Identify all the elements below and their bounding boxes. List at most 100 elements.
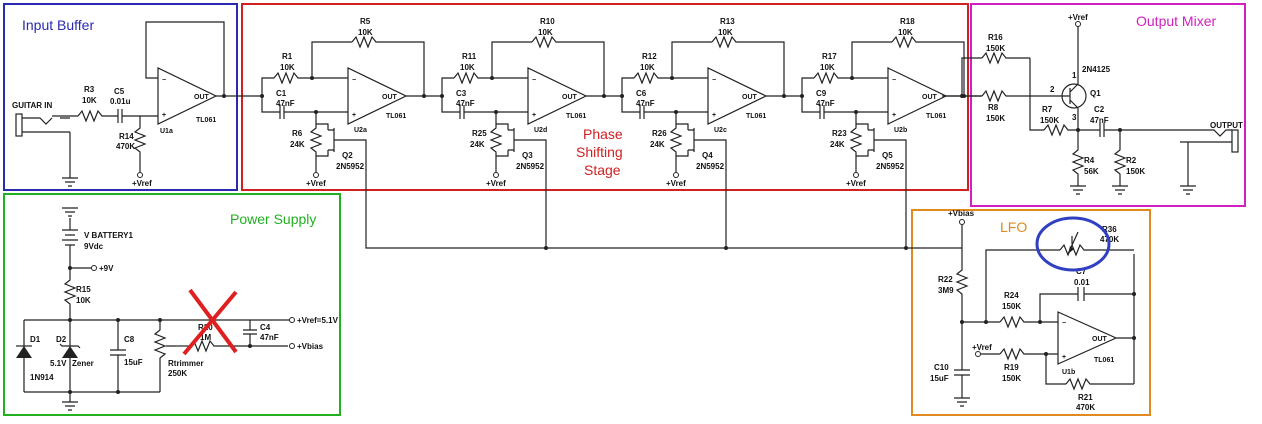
stage-1-rfb-resistor <box>351 35 425 96</box>
stage-3-input-wires <box>621 77 636 113</box>
svg-text:U1a: U1a <box>160 128 173 135</box>
stage-3-opamp <box>707 67 768 125</box>
stage-4-cap <box>816 105 888 119</box>
svg-text:5.1V: 5.1V <box>50 359 67 368</box>
svg-text:+: + <box>1062 354 1066 361</box>
stage-2-rgate-ref: R25 <box>472 129 487 138</box>
output-mixer-title: Output Mixer <box>1136 13 1216 29</box>
stage-4-rgate-value: 24K <box>830 140 845 149</box>
u1b-opamp <box>1057 311 1118 365</box>
stage-4-rfb-resistor <box>891 35 965 96</box>
stage-2-rgate-value: 24K <box>470 140 485 149</box>
svg-text:Q1: Q1 <box>1090 89 1101 98</box>
stage-3-fb-wire <box>671 41 712 78</box>
stage-4-fb-wire <box>851 41 892 78</box>
svg-text:OUT: OUT <box>1092 336 1108 343</box>
svg-text:+Vref: +Vref <box>132 179 152 188</box>
svg-text:150K: 150K <box>986 114 1005 123</box>
stage-3-jfet-ref: Q4 <box>702 151 713 160</box>
stage-1-rfb-ref: R5 <box>360 17 371 26</box>
svg-text:R4: R4 <box>1084 156 1095 165</box>
svg-text:0.01: 0.01 <box>1074 278 1090 287</box>
svg-text:47nF: 47nF <box>260 333 279 342</box>
svg-text:1: 1 <box>1072 71 1077 80</box>
output-jack <box>1180 129 1239 195</box>
stage-4-jfet <box>856 123 907 160</box>
r16-resistor <box>981 51 1030 65</box>
svg-text:56K: 56K <box>1084 167 1099 176</box>
c8-capacitor <box>110 320 126 392</box>
stage-2-rin-resistor <box>453 71 528 85</box>
svg-text:D1: D1 <box>30 335 41 344</box>
phase-stage-title-1: Phase <box>583 126 623 142</box>
c4-capacitor <box>243 320 257 346</box>
stage-4-vref-terminal <box>853 172 859 178</box>
c5-capacitor <box>112 109 140 123</box>
stage-1-rgate-resistor <box>309 112 323 172</box>
svg-text:150K: 150K <box>1040 116 1059 125</box>
svg-text:C2: C2 <box>1094 105 1105 114</box>
u1a-opamp <box>157 67 218 125</box>
svg-text:U1b: U1b <box>1062 369 1075 376</box>
d1-diode <box>16 345 32 358</box>
stage-3-opamp-plus: + <box>712 112 716 119</box>
d2-zener <box>59 343 81 358</box>
c7-capacitor <box>1077 287 1085 301</box>
stage-1-jfet-part: 2N5952 <box>336 162 365 171</box>
stage-2-opamp-out: OUT <box>562 94 578 101</box>
stage-1-opamp-out: OUT <box>382 94 398 101</box>
svg-text:15uF: 15uF <box>930 374 949 383</box>
stage-2-vref-terminal <box>493 172 499 178</box>
stage-2-rin-value: 10K <box>460 63 475 72</box>
r15-resistor <box>63 268 77 320</box>
r20-strikeout <box>182 288 238 356</box>
phase-stages: R110KR510KC147nF−+OUTU2aTL061R624K+VrefQ… <box>260 17 982 188</box>
stage-2-jfet <box>496 123 547 160</box>
svg-text:+Vbias: +Vbias <box>948 209 975 218</box>
stage-4-opamp <box>887 67 948 125</box>
svg-text:TL061: TL061 <box>1094 357 1114 364</box>
stage-3-input-node <box>620 94 624 98</box>
stage-2-opamp-minus: − <box>532 77 536 84</box>
q1-transistor <box>1061 83 1087 109</box>
stage-2-vref-label: +Vref <box>486 179 506 188</box>
svg-text:3: 3 <box>1072 113 1077 122</box>
svg-text:150K: 150K <box>986 44 1005 53</box>
svg-text:15uF: 15uF <box>124 358 143 367</box>
svg-text:R16: R16 <box>988 33 1003 42</box>
c2-capacitor <box>1090 123 1200 137</box>
r4-resistor <box>1071 130 1085 186</box>
svg-text:−: − <box>1062 320 1066 327</box>
svg-text:470K: 470K <box>116 142 135 151</box>
stage-3-cap-value: 47nF <box>636 99 655 108</box>
stage-4-rfb-value: 10K <box>898 28 913 37</box>
output-mixer-box <box>970 3 1246 207</box>
stage-2-rfb-value: 10K <box>538 28 553 37</box>
stage-1-out-node <box>422 94 426 98</box>
stage-2-out-node <box>602 94 606 98</box>
svg-text:470K: 470K <box>1076 403 1095 412</box>
svg-text:R8: R8 <box>988 103 999 112</box>
output-label: OUTPUT <box>1210 121 1243 130</box>
input-buffer-title: Input Buffer <box>22 17 94 33</box>
stage-2-cap-ref: C3 <box>456 89 467 98</box>
svg-text:Rtrimmer: Rtrimmer <box>168 359 204 368</box>
stage-1-rin-ref: R1 <box>282 52 293 61</box>
stage-1-rfb-value: 10K <box>358 28 373 37</box>
stage-3-rgate-resistor <box>669 112 683 172</box>
r3-resistor <box>77 109 112 123</box>
svg-text:V BATTERY1: V BATTERY1 <box>84 231 133 240</box>
stage-3-rfb-value: 10K <box>718 28 733 37</box>
svg-text:C5: C5 <box>114 87 125 96</box>
stage-2-cap <box>456 105 528 119</box>
stage-4-rin-value: 10K <box>820 63 835 72</box>
stage-4-jfet-part: 2N5952 <box>876 162 905 171</box>
stage-4-opamp-ref: U2b <box>894 127 907 134</box>
stage-1-cap-ref: C1 <box>276 89 287 98</box>
r8-resistor <box>981 89 1064 103</box>
stage-3-jfet-part: 2N5952 <box>696 162 725 171</box>
svg-text:D2: D2 <box>56 335 67 344</box>
svg-text:150K: 150K <box>1002 302 1021 311</box>
stage-4-opamp-part: TL061 <box>926 113 946 120</box>
stage-3-opamp-minus: − <box>712 77 716 84</box>
